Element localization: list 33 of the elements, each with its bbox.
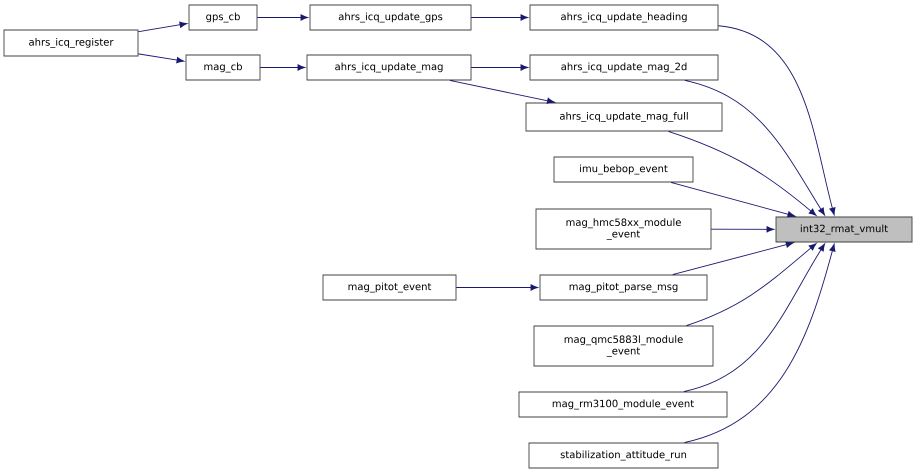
function-box: ahrs_icq_update_mag <box>306 54 472 80</box>
arrow <box>257 14 308 21</box>
arrow <box>718 25 836 216</box>
function-box: mag_pitot_parse_msg <box>540 274 708 300</box>
function-box: ahrs_icq_register <box>4 30 138 56</box>
arrow <box>260 64 306 71</box>
function-box: mag_cb <box>186 54 260 80</box>
function-box: int32_rmat_vmult <box>776 216 912 242</box>
function-box: mag_rm3100_module_event <box>518 392 728 418</box>
arrow <box>672 242 794 275</box>
arrow <box>683 244 826 392</box>
arrow <box>471 14 528 21</box>
function-box: mag_pitot_event <box>322 274 456 300</box>
function-box: imu_bebop_event <box>554 156 694 182</box>
function-box: gps_cb <box>188 4 258 30</box>
arrow <box>450 80 555 104</box>
function-box: mag_hmc58xx_module _event <box>536 208 712 250</box>
arrow <box>471 64 528 71</box>
function-box: mag_qmc5883l_module _event <box>534 326 714 366</box>
arrow <box>668 131 817 216</box>
function-box: ahrs_icq_update_mag_full <box>526 102 722 132</box>
function-box: ahrs_icq_update_gps <box>310 4 472 30</box>
arrow <box>138 53 184 64</box>
function-box: ahrs_icq_update_heading <box>530 4 718 30</box>
arrow <box>138 22 188 32</box>
function-box: ahrs_icq_update_mag_2d <box>530 54 718 80</box>
arrow <box>684 80 826 216</box>
arrow <box>456 284 538 291</box>
arrow <box>686 243 817 326</box>
arrow <box>670 182 796 218</box>
function-box: stabilization_attitude_run <box>528 442 718 468</box>
arrow <box>684 244 836 443</box>
arrow <box>711 226 774 232</box>
